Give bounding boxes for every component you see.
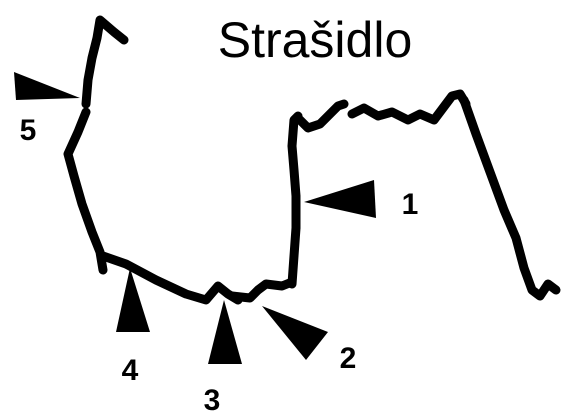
marker-3-label: 3 xyxy=(204,384,221,415)
marker-2-arrow xyxy=(262,306,328,360)
outline-segment-top-right xyxy=(347,89,471,125)
marker-1-label: 1 xyxy=(402,188,419,221)
outline-segment-left xyxy=(63,107,108,275)
outline-segment-top-squiggle xyxy=(293,99,349,133)
marker-4-label: 4 xyxy=(122,354,139,387)
marker-2-label: 2 xyxy=(340,342,357,375)
marker-labels: 1 2 3 4 5 xyxy=(20,114,419,415)
outline-segment-tail xyxy=(459,95,561,301)
marker-4-arrow xyxy=(116,268,150,332)
marker-5-label: 5 xyxy=(20,114,37,147)
marker-1-arrow xyxy=(304,180,376,218)
outline-segment-bottom-left xyxy=(98,251,243,305)
outline-segment-right-vertical xyxy=(287,111,303,289)
outline-segment-top-hook xyxy=(81,15,129,109)
diagram-title: Strašidlo xyxy=(218,12,413,68)
outline-segment-bump xyxy=(227,277,297,303)
arrow-markers xyxy=(14,72,376,364)
marker-3-arrow xyxy=(208,300,242,364)
outline-path xyxy=(63,15,561,305)
marker-5-arrow xyxy=(14,72,80,100)
